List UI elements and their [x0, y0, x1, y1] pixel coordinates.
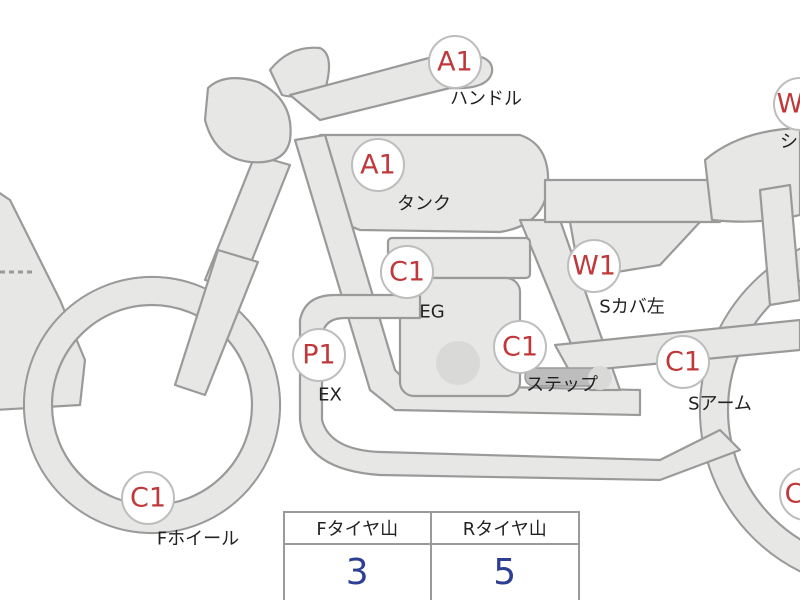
point-swing-arm[interactable]: C1 Sアーム: [656, 335, 752, 415]
point-step-label: ステップ: [526, 375, 598, 396]
rear-wheel: [698, 247, 800, 573]
point-exhaust-label: EX: [318, 385, 342, 406]
point-tank-code: A1: [360, 150, 396, 181]
point-side-cover-left-code: W1: [572, 251, 616, 282]
point-engine-code: C1: [389, 257, 425, 288]
rear-tire-tread-header: Rタイヤ山: [431, 513, 578, 545]
point-handle-code: A1: [437, 47, 473, 78]
point-engine[interactable]: C1 EG: [380, 245, 445, 323]
tire-tread-table: Fタイヤ山 Rタイヤ山 3 5: [283, 511, 580, 600]
headlight: [203, 77, 292, 164]
point-rear-wheel-partial-code: C: [785, 479, 800, 510]
point-step-code: C1: [502, 332, 538, 363]
rear-shock: [758, 183, 800, 307]
step-peg: [588, 366, 612, 390]
point-front-wheel[interactable]: C1 Fホイール: [121, 471, 239, 550]
point-tank-label: タンク: [397, 194, 451, 215]
point-exhaust-code: P1: [302, 340, 335, 371]
seat: [543, 178, 722, 224]
engine: [386, 236, 532, 398]
point-seat-partial[interactable]: W シ: [773, 77, 800, 153]
point-exhaust[interactable]: P1 EX: [292, 328, 346, 406]
point-front-wheel-code: C1: [130, 483, 166, 514]
point-handle[interactable]: A1 ハンドル: [428, 35, 522, 110]
point-swing-arm-code: C1: [665, 347, 701, 378]
point-front-wheel-label: Fホイール: [157, 529, 239, 550]
point-step[interactable]: C1 ステップ: [493, 320, 598, 396]
point-engine-label: EG: [419, 302, 444, 323]
point-seat-partial-code: W: [777, 89, 800, 120]
point-handle-label: ハンドル: [450, 89, 522, 110]
point-side-cover-left[interactable]: W1 Sカバ左: [567, 239, 665, 318]
frame-down-tube: [293, 133, 642, 417]
point-swing-arm-label: Sアーム: [688, 394, 752, 415]
rear-tire-tread-value: 5: [493, 552, 517, 593]
exhaust-pipe: [298, 293, 742, 482]
point-rear-wheel-partial[interactable]: C: [779, 467, 800, 521]
point-tank[interactable]: A1 タンク: [351, 138, 451, 215]
fork-lower: [173, 248, 260, 397]
front-tire-tread-value: 3: [285, 545, 432, 600]
tank-shape: [318, 133, 550, 234]
point-seat-partial-label: シ: [780, 132, 798, 153]
front-tire-tread-header: Fタイヤ山: [285, 513, 432, 545]
point-side-cover-left-label: Sカバ左: [599, 297, 664, 318]
